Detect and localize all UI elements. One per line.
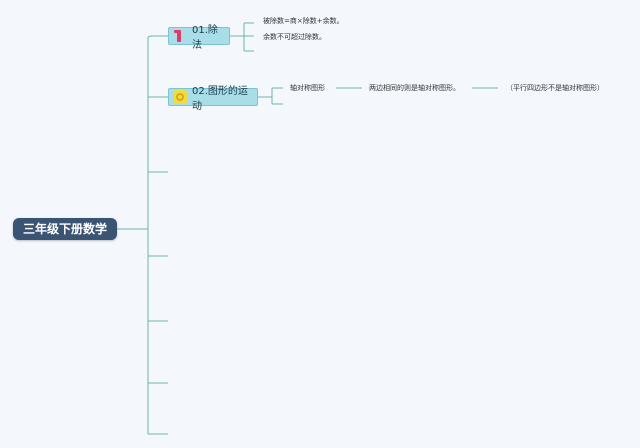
leaf-symmetry-definition[interactable]: 两边相同的则是轴对称图形。	[369, 84, 460, 92]
leaf-division-formula[interactable]: 被除数=商×除数+余数。	[263, 17, 344, 25]
number-two-icon	[173, 90, 187, 104]
branch-topic-shape-motion[interactable]: 02.图形的运动	[168, 86, 258, 112]
branch-label: 02.图形的运动	[192, 86, 248, 112]
branch-2-bracket	[258, 87, 283, 105]
leaf-axial-symmetry[interactable]: 轴对称图形	[290, 84, 325, 92]
number-one-icon	[173, 29, 187, 43]
branch-label: 01.除法	[192, 25, 218, 51]
leaf-remainder-rule[interactable]: 余数不可超过除数。	[263, 33, 326, 41]
root-topic[interactable]: 三年级下册数学	[13, 218, 117, 240]
branch-1-bracket	[230, 22, 254, 52]
leaf-parallelogram-note[interactable]: （平行四边形不是轴对称图形）	[506, 84, 604, 92]
branch-1-connector	[147, 35, 168, 39]
branch-topic-division[interactable]: 01.除法	[168, 25, 230, 51]
